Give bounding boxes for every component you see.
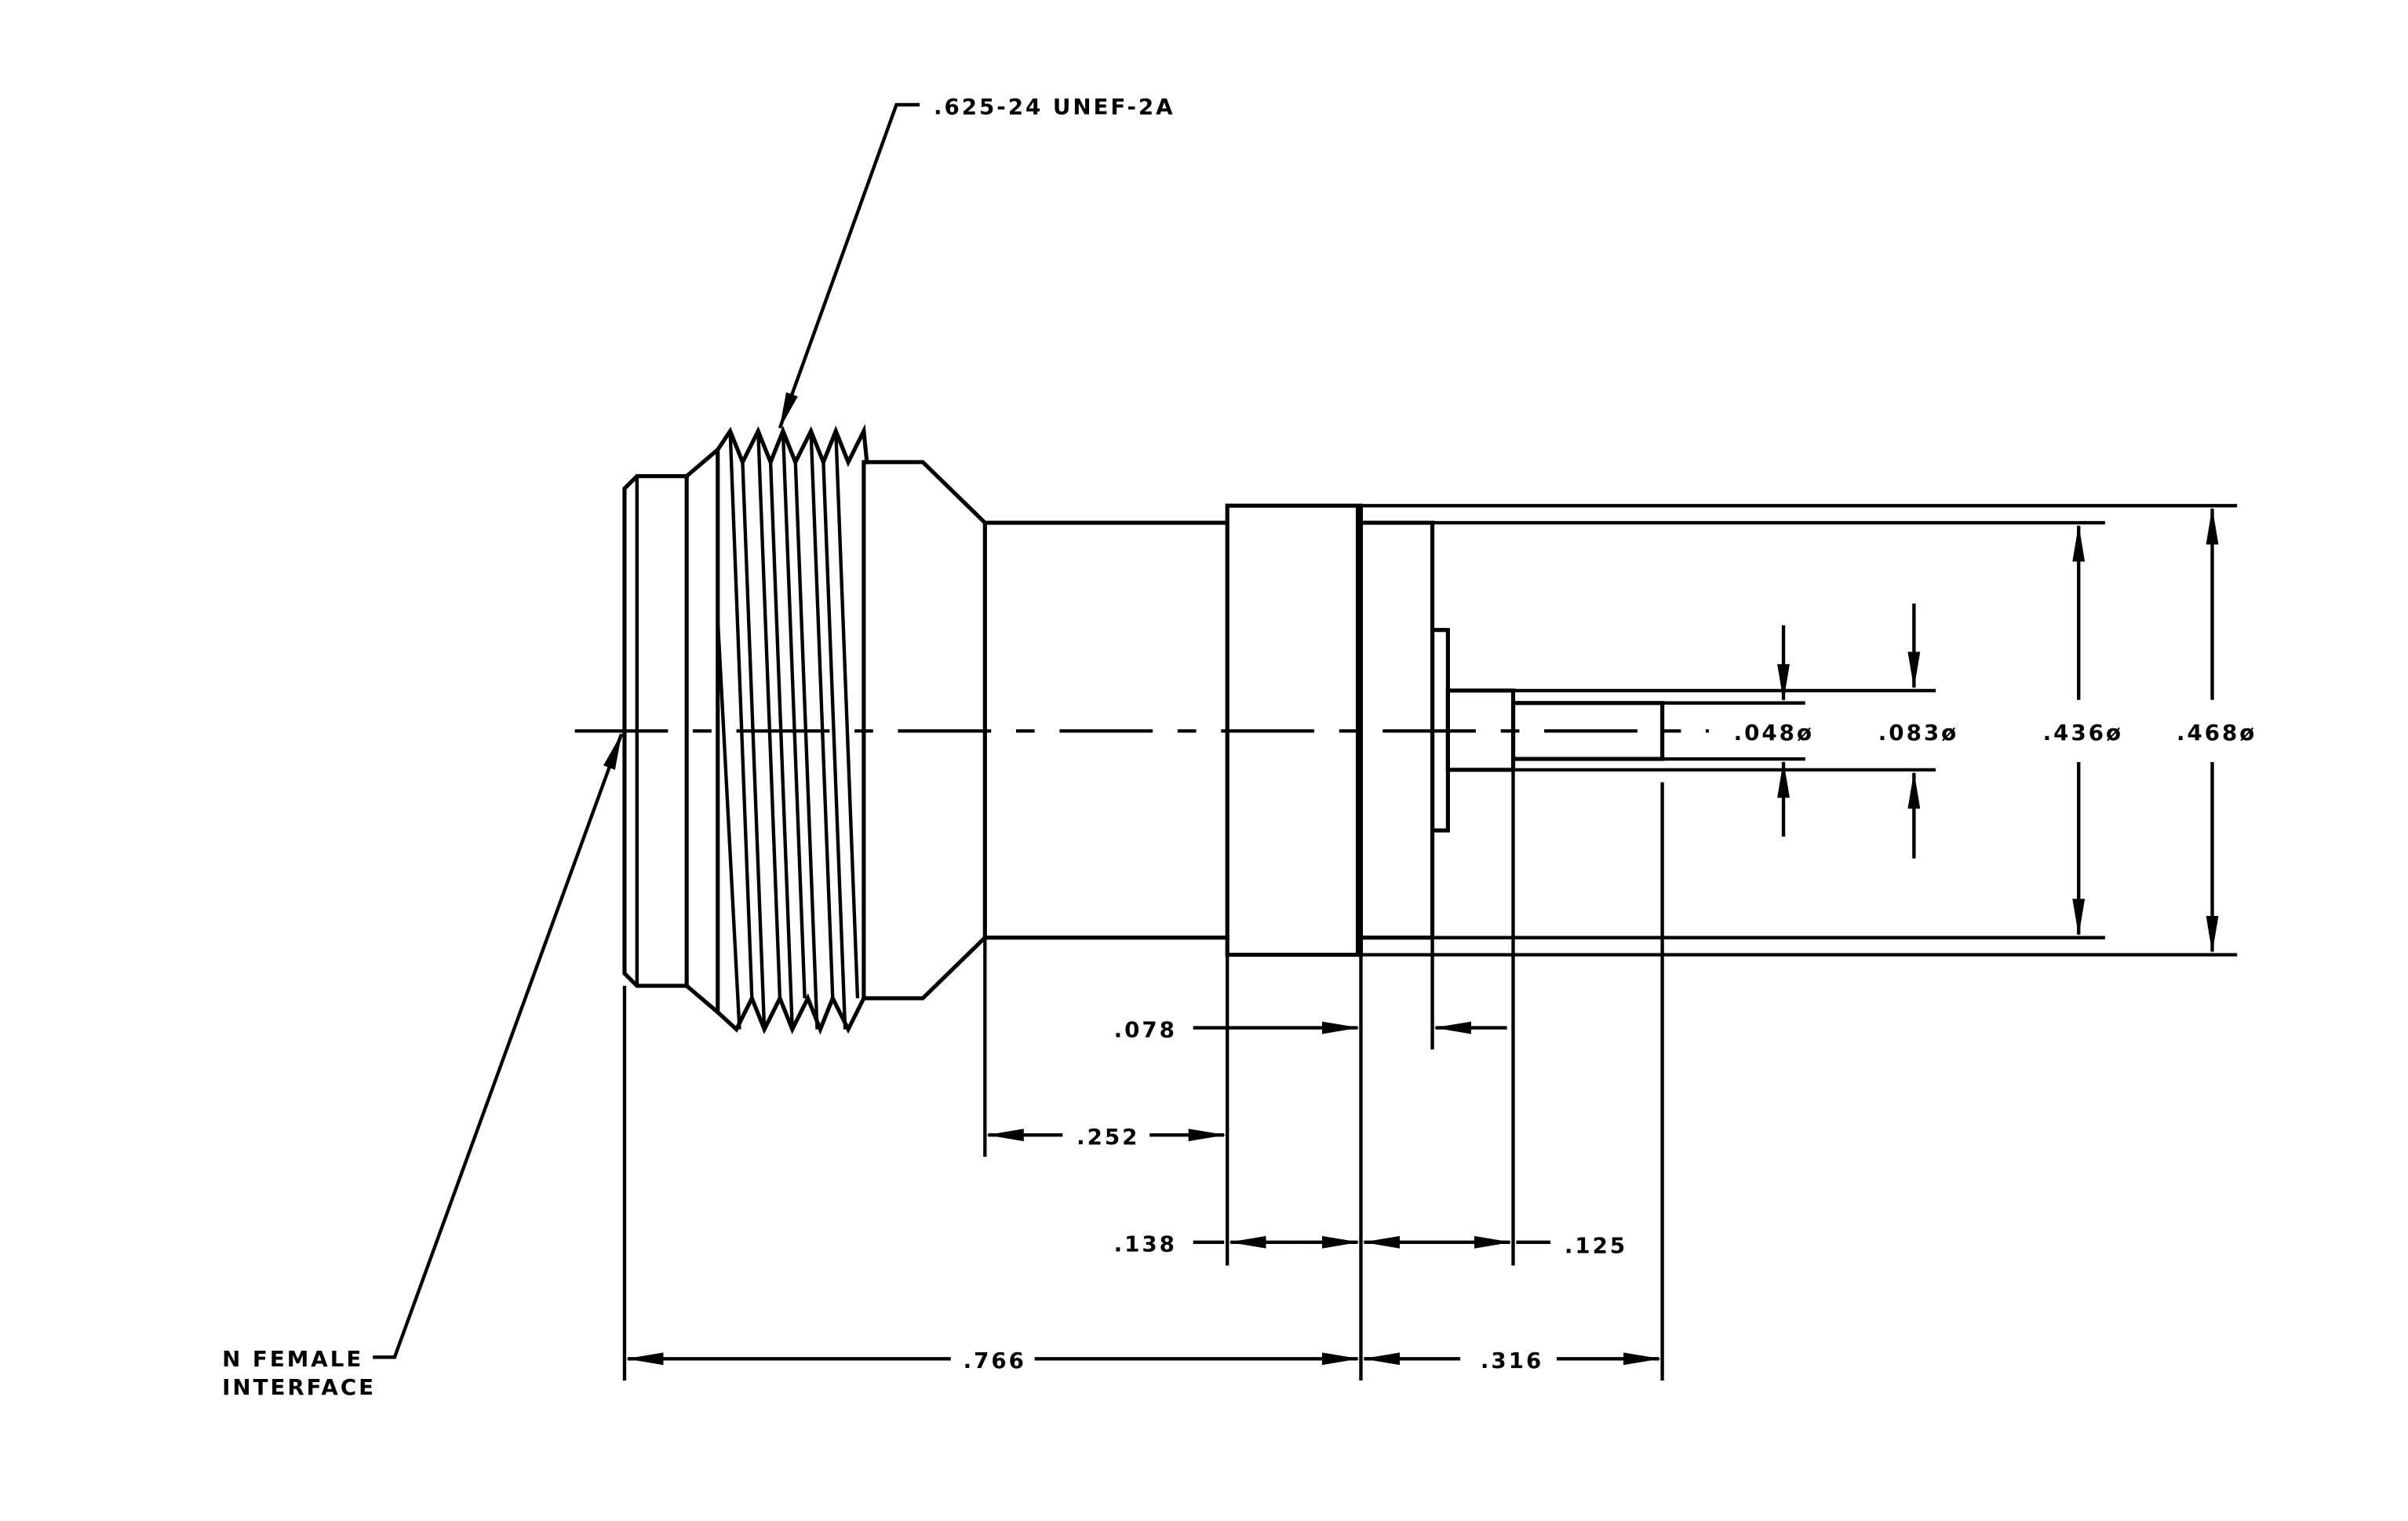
thread-helix [716, 431, 860, 1030]
dim-766: .766 [964, 1348, 1026, 1373]
dim-083: .083ø [1878, 720, 1958, 746]
dim-078: .078 [1114, 1016, 1177, 1042]
interface-callout-line1: N FEMALE [222, 1346, 363, 1372]
labels: .625-24 UNEF-2A N FEMALE INTERFACE .048ø… [222, 93, 2257, 1400]
interface-callout-line2: INTERFACE [222, 1374, 376, 1400]
dim-436: .436ø [2043, 720, 2123, 746]
dimension-lines [625, 507, 2219, 1366]
neck [982, 520, 1230, 940]
leader-lines [373, 103, 920, 1359]
extension-lines [622, 504, 2238, 1381]
dim-125: .125 [1565, 1233, 1627, 1259]
dim-468: .468ø [2177, 720, 2257, 746]
dim-252: .252 [1076, 1124, 1139, 1150]
thread-crests-top [715, 424, 869, 468]
dim-048: .048ø [1734, 720, 1814, 746]
dim-316: .316 [1481, 1348, 1543, 1373]
dim-138: .138 [1114, 1231, 1177, 1257]
thread-callout: .625-24 UNEF-2A [934, 93, 1175, 119]
